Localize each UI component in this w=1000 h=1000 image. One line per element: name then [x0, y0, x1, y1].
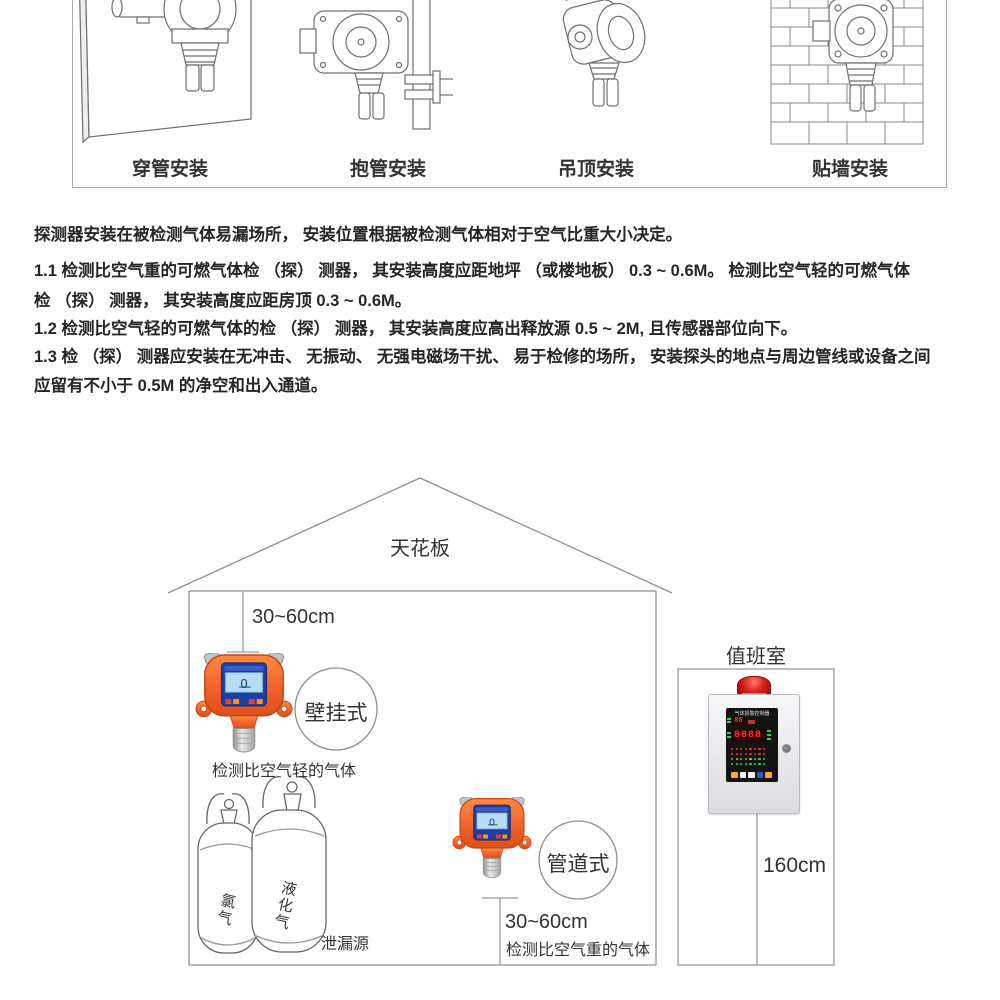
- ceiling-label: 天花板: [390, 538, 450, 560]
- installation-methods-box: [72, 0, 947, 188]
- panel-height-label: 160cm: [763, 854, 827, 877]
- instruction-line-1-2: 1.2 检测比空气轻的可燃气体的检 （探） 测器， 其安装高度应高出释放源 0.…: [34, 320, 798, 338]
- instruction-line-1-1: 1.1 检测比空气重的可燃气体检 （探） 测器， 其安装高度应距地坪 （或楼地板…: [34, 262, 910, 280]
- dim-line-160: [746, 811, 770, 965]
- instruction-line-1-3: 1.3 检 （探） 测器应安装在无冲击、 无振动、 无强电磁场干扰、 易于检修的…: [34, 348, 931, 366]
- panel-indicator: [767, 730, 771, 732]
- house-outline: [167, 477, 673, 966]
- panel-display-small-tag: [748, 720, 755, 724]
- bottom-distance-label: 30~60cm: [505, 911, 588, 933]
- led-row: [731, 763, 766, 766]
- duty-room-label: 值班室: [726, 646, 786, 668]
- fig-pipe-clamp-icon: [299, 0, 453, 130]
- wall-mount-circle: [294, 667, 378, 751]
- method-label-pipe-through: 穿管安装: [131, 159, 208, 180]
- pipe-mount-circle: [538, 820, 618, 900]
- heavy-gas-note: 检测比空气重的气体: [506, 942, 651, 959]
- control-panel-face: 气体报警控制器 88 8888: [726, 708, 778, 782]
- panel-display-small: 88: [732, 717, 745, 726]
- pipe-mount-type-label: 管道式: [546, 853, 610, 876]
- detector-screen-value: 0: [489, 817, 495, 828]
- panel-buttons: [731, 772, 772, 778]
- led-row: [731, 753, 766, 756]
- panel-indicator: [767, 734, 771, 736]
- wall-mount-type-label: 壁挂式: [304, 702, 368, 725]
- instruction-line-1-1b: 检 （探） 测器， 其安装高度应距房顶 0.3 ~ 0.6M。: [34, 292, 412, 310]
- instruction-line-intro: 探测器安装在被检测气体易漏场所， 安装位置根据被检测气体相对于空气比重大小决定。: [34, 226, 683, 244]
- top-distance-label: 30~60cm: [252, 606, 335, 628]
- detector-screen-value: 0: [240, 676, 247, 691]
- method-label-ceiling: 吊顶安装: [557, 159, 634, 180]
- duty-room-outline: [677, 668, 835, 966]
- installation-figures-lineart: [79, 0, 924, 145]
- light-gas-note: 检测比空气轻的气体: [212, 763, 357, 780]
- method-label-wall: 贴墙安装: [811, 159, 888, 180]
- gas-cylinders-icon: [197, 776, 327, 954]
- control-panel-title: 气体报警控制器: [734, 711, 770, 717]
- panel-indicator: [727, 721, 731, 723]
- gas-detector-wall: 0: [195, 653, 293, 753]
- dim-line-bottom: [482, 897, 518, 965]
- leak-source-label: 泄漏源: [321, 936, 370, 953]
- led-row: [731, 758, 766, 761]
- fig-ceiling-mount-icon: [562, 0, 646, 107]
- gas-detector-pipe: 0: [452, 797, 532, 879]
- panel-indicator: [727, 736, 731, 738]
- panel-indicator: [727, 718, 731, 720]
- fig-pipe-through-icon: [79, 0, 252, 144]
- installation-diagram-lineart: [167, 477, 835, 966]
- panel-keyhole-icon: [782, 744, 791, 753]
- panel-indicator: [727, 732, 731, 734]
- instruction-line-1-3b: 应留有不小于 0.5M 的净空和出入通道。: [34, 377, 328, 395]
- method-label-pipe-clamp: 抱管安装: [349, 159, 426, 180]
- panel-display-main: 8888: [731, 729, 765, 742]
- dim-line-top: [227, 592, 259, 653]
- led-row: [731, 748, 766, 751]
- fig-wall-mount-icon: [770, 0, 924, 145]
- panel-indicator: [767, 738, 771, 740]
